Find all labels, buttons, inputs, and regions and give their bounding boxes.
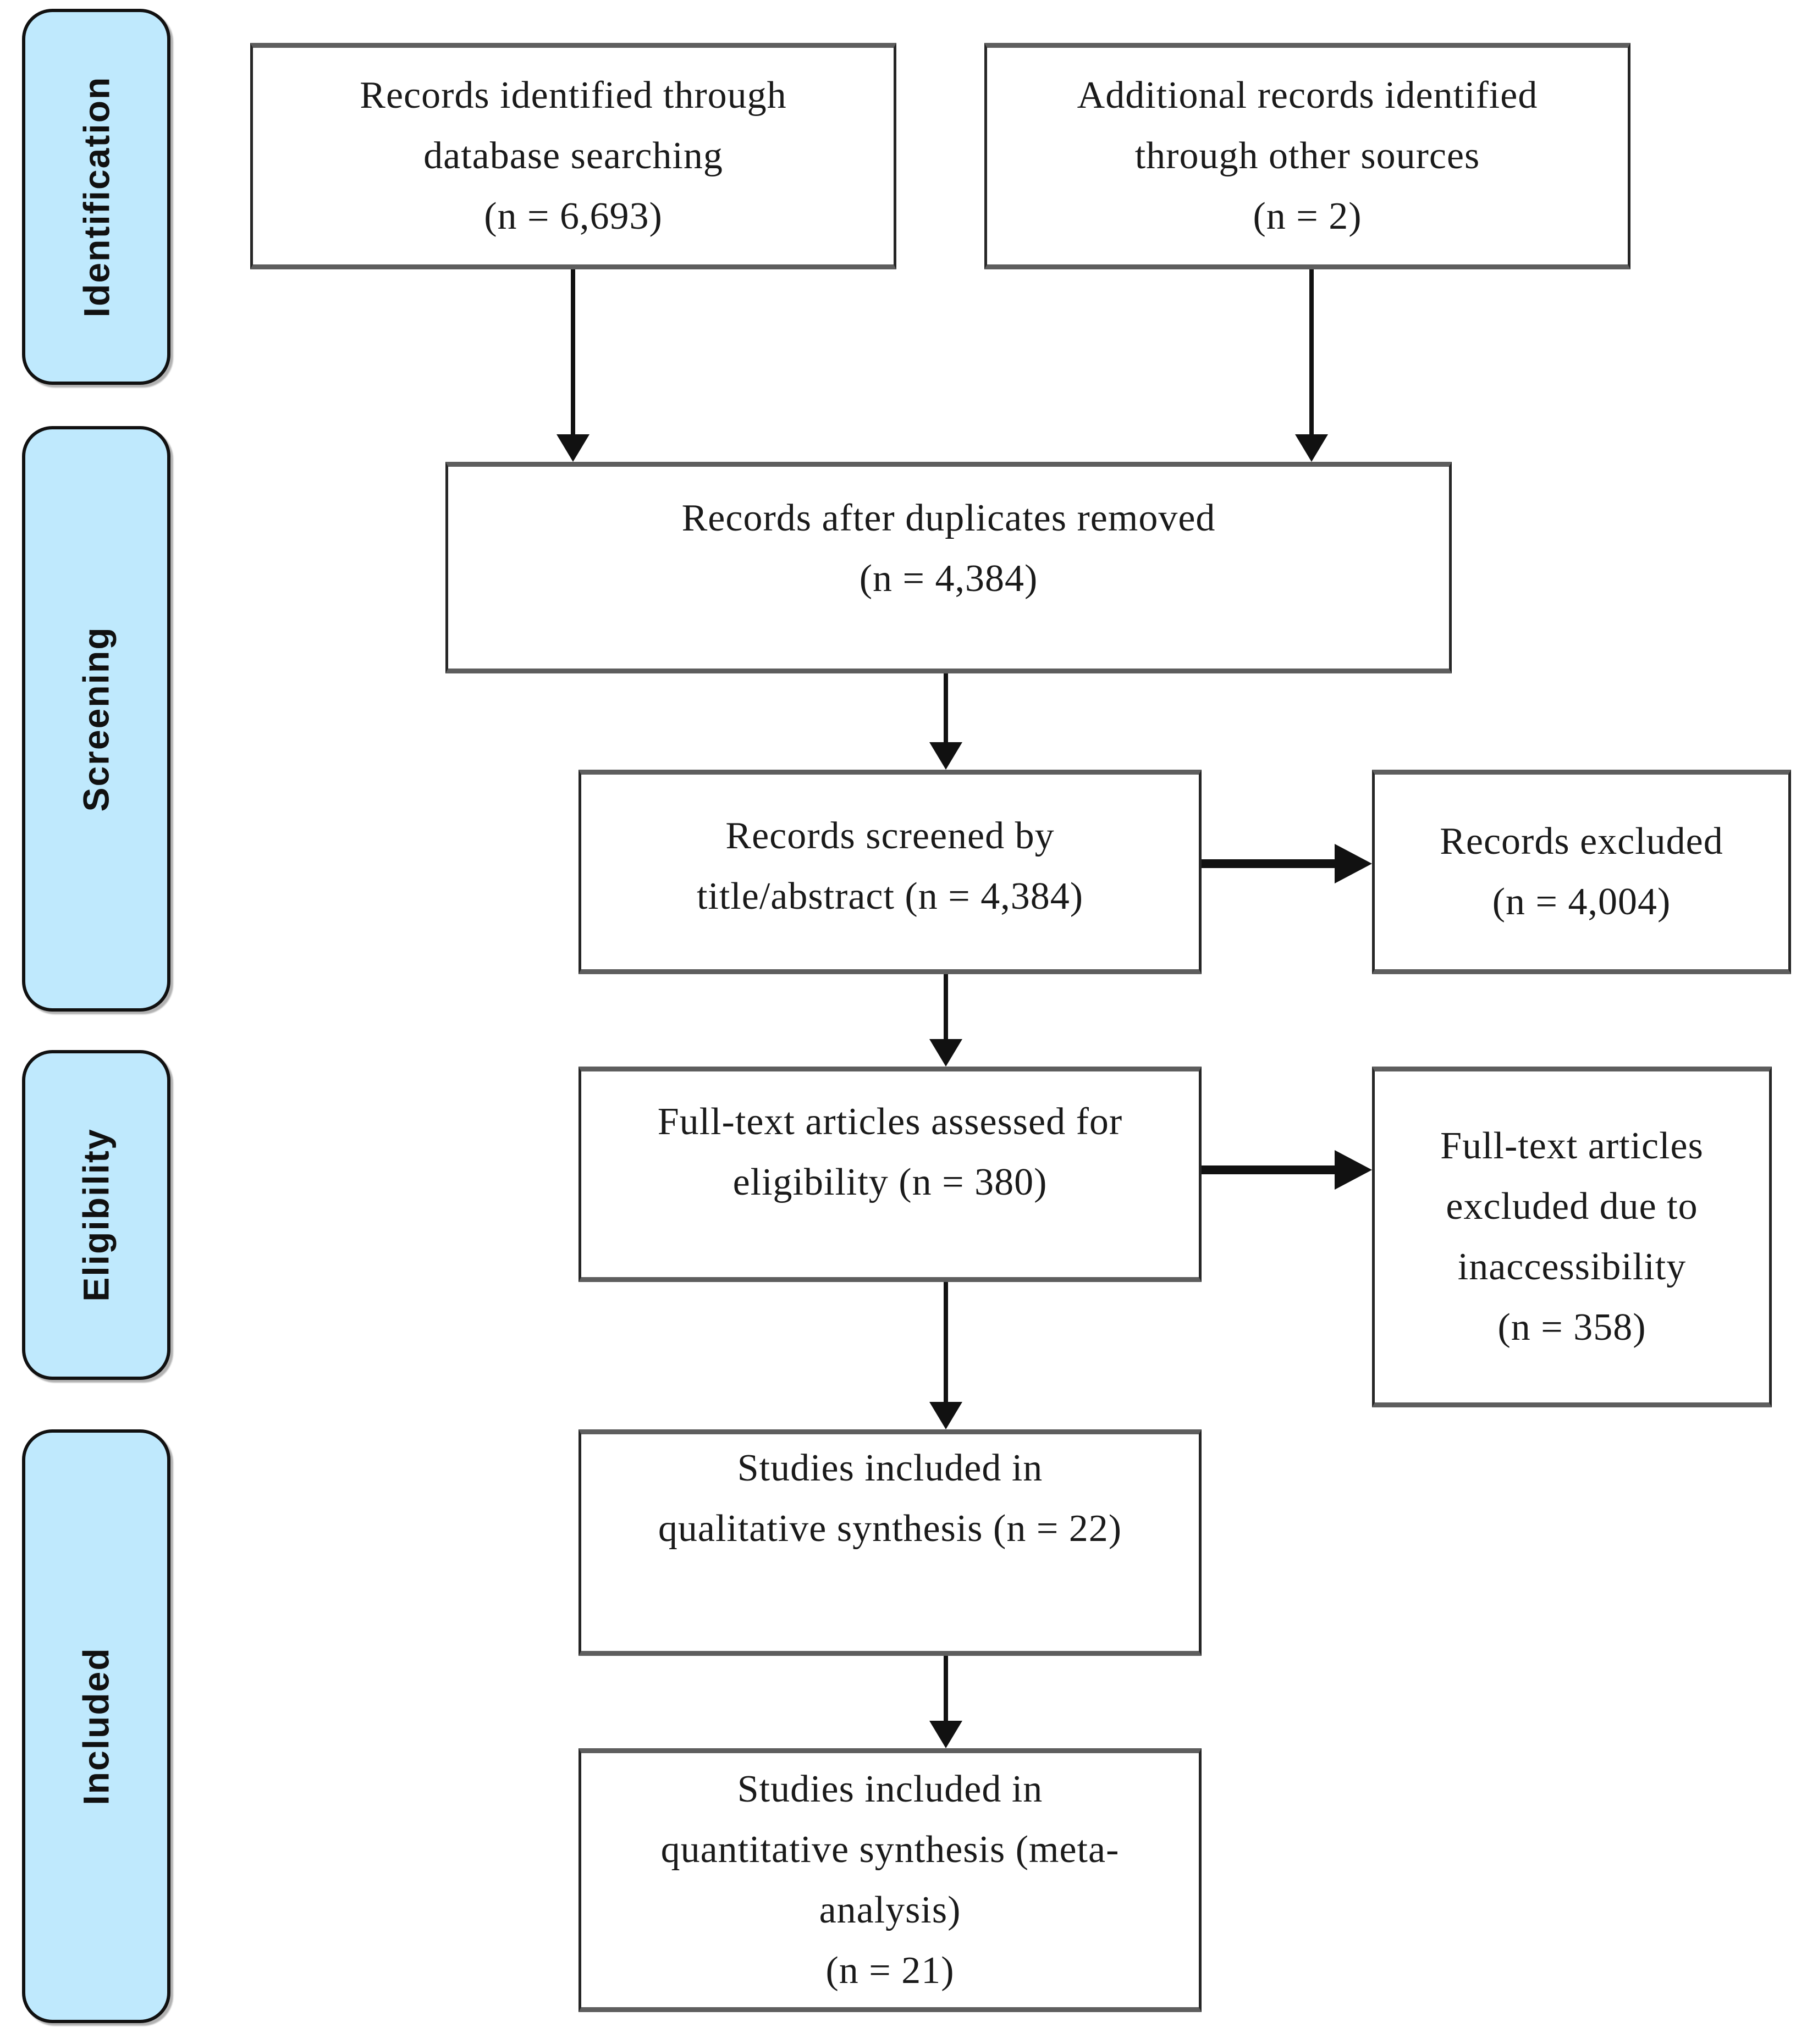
box-records-screened-line: Records screened by: [725, 815, 1055, 857]
arrow-screened-to-fulltext-icon: [944, 974, 948, 1040]
box-records-identified-line: Records identified through: [360, 74, 787, 117]
arrow-fulltext-to-qualitative-icon: [944, 1282, 948, 1403]
box-fulltext-assessed-line: eligibility (n = 380): [732, 1161, 1048, 1203]
stage-screening-label: Screening: [76, 626, 117, 812]
stage-identification-label: Identification: [76, 76, 117, 318]
box-duplicates-removed-line: Records after duplicates removed: [681, 496, 1216, 539]
box-fulltext-excluded-count: (n = 358): [1497, 1306, 1646, 1349]
box-quantitative-synthesis: Studies included in quantitative synthes…: [579, 1748, 1202, 2012]
box-qualitative-synthesis-line: Studies included in: [737, 1447, 1043, 1489]
arrow-screened-to-excluded-icon: [1202, 859, 1336, 868]
box-records-identified-count: (n = 6,693): [484, 195, 663, 237]
box-quantitative-synthesis-count: (n = 21): [825, 1949, 955, 1992]
arrow-fulltext-to-excluded-icon: [1202, 1165, 1336, 1174]
arrow-qualitative-to-quantitative-icon: [944, 1656, 948, 1722]
box-records-screened-line: title/abstract (n = 4,384): [696, 875, 1084, 918]
box-qualitative-synthesis-line: qualitative synthesis (n = 22): [658, 1507, 1122, 1550]
box-records-identified: Records identified through database sear…: [250, 43, 896, 269]
box-additional-records-count: (n = 2): [1253, 195, 1362, 237]
box-records-excluded: Records excluded (n = 4,004): [1372, 770, 1791, 974]
box-additional-records-line: through other sources: [1134, 135, 1480, 177]
arrow-additional-to-dedup-icon: [1309, 269, 1314, 435]
arrow-dedup-to-screened-icon: [944, 673, 948, 743]
box-qualitative-synthesis: Studies included in qualitative synthesi…: [579, 1429, 1202, 1656]
box-additional-records-line: Additional records identified: [1077, 74, 1538, 117]
box-fulltext-excluded-line: inaccessibility: [1457, 1246, 1687, 1288]
box-records-excluded-line: Records excluded: [1440, 820, 1723, 863]
box-quantitative-synthesis-line: analysis): [819, 1889, 961, 1931]
box-fulltext-excluded-line: excluded due to: [1446, 1185, 1698, 1228]
stage-eligibility-label: Eligibility: [76, 1128, 117, 1302]
box-records-screened: Records screened by title/abstract (n = …: [579, 770, 1202, 974]
box-fulltext-assessed-line: Full-text articles assessed for: [657, 1101, 1123, 1143]
box-additional-records: Additional records identified through ot…: [984, 43, 1630, 269]
stage-included: Included: [22, 1429, 170, 2023]
box-fulltext-assessed: Full-text articles assessed for eligibil…: [579, 1067, 1202, 1282]
arrow-identified-to-dedup-icon: [571, 269, 575, 435]
box-records-identified-line: database searching: [423, 135, 723, 177]
box-duplicates-removed-count: (n = 4,384): [859, 557, 1038, 600]
box-fulltext-excluded-line: Full-text articles: [1440, 1125, 1704, 1167]
box-duplicates-removed: Records after duplicates removed (n = 4,…: [445, 462, 1452, 673]
stage-screening: Screening: [22, 426, 170, 1012]
stage-included-label: Included: [76, 1647, 117, 1805]
stage-identification: Identification: [22, 9, 170, 385]
box-quantitative-synthesis-line: quantitative synthesis (meta-: [660, 1828, 1120, 1871]
box-records-excluded-count: (n = 4,004): [1492, 881, 1671, 923]
box-fulltext-excluded: Full-text articles excluded due to inacc…: [1372, 1067, 1772, 1407]
box-quantitative-synthesis-line: Studies included in: [737, 1768, 1043, 1810]
stage-eligibility: Eligibility: [22, 1050, 170, 1380]
